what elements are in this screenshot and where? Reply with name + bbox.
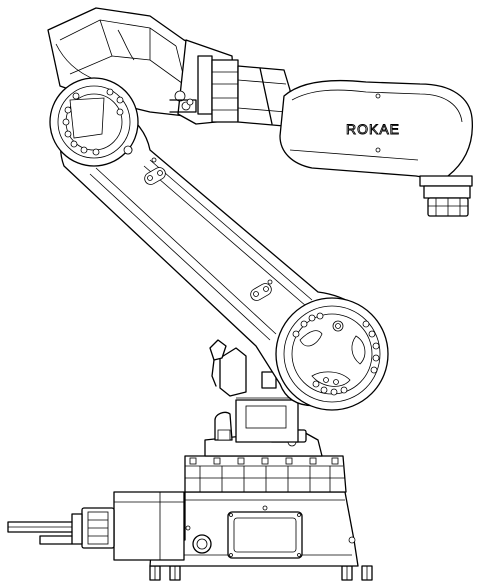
upper-arm: ROKAE [47,7,474,217]
j2-joint-disk [275,297,389,411]
tool-flange [419,175,473,217]
wrist-housing: ROKAE [279,79,474,217]
turntable [184,455,347,493]
robot-base [7,397,373,581]
base-pedestal [204,397,323,457]
lower-arm [59,104,389,411]
j2-motor-box [209,339,277,397]
base-feet [149,565,373,581]
logo-text: ROKAE [346,121,400,137]
axis1-motor [7,491,185,561]
arm-slot-lower [250,283,272,301]
arm-slot-upper [144,167,166,185]
j3-joint-disk [49,77,139,167]
j4-coupling [169,39,239,125]
